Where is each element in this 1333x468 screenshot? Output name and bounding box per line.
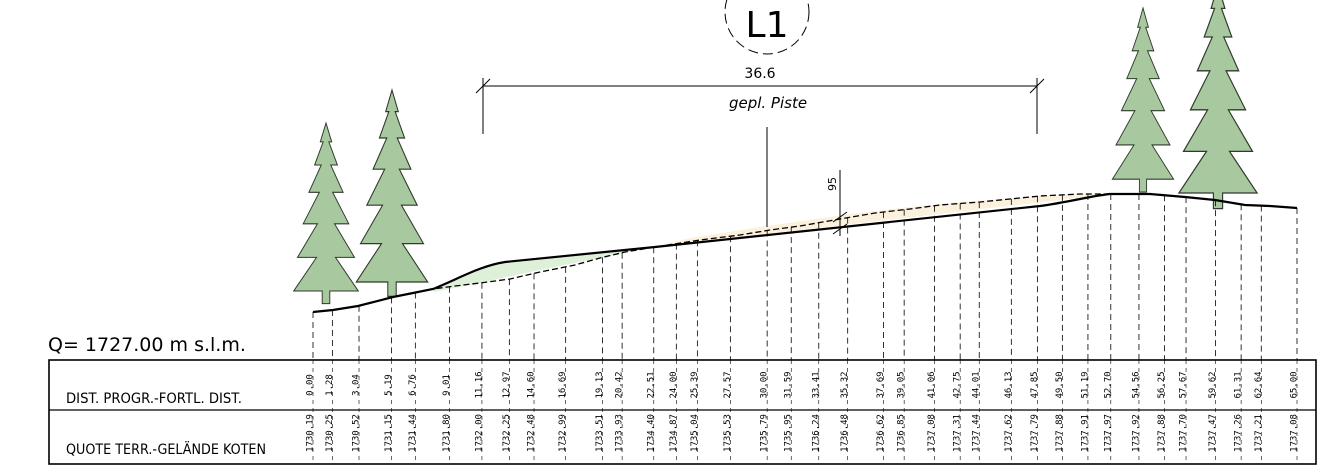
distance-value: 54.56 bbox=[1131, 371, 1141, 398]
distance-value: 33.41 bbox=[811, 371, 821, 398]
elevation-value: 1736.62 bbox=[876, 414, 886, 452]
elevation-value: 1734.87 bbox=[669, 414, 679, 452]
tree-left-large bbox=[355, 89, 429, 297]
elevation-value: 1730.19 bbox=[306, 414, 316, 452]
elevation-value: 1730.25 bbox=[325, 414, 335, 452]
elevation-value: 1737.70 bbox=[1179, 414, 1189, 452]
elevation-value: 1731.80 bbox=[442, 414, 452, 452]
elevation-value: 1733.93 bbox=[615, 414, 625, 452]
distance-value: 12.97 bbox=[502, 371, 512, 398]
elevation-value: 1732.99 bbox=[558, 414, 568, 452]
elevation-value: 1737.08 bbox=[1290, 414, 1300, 452]
distance-value: 27.57 bbox=[723, 371, 733, 398]
distance-value: 0.00 bbox=[306, 374, 316, 396]
elevation-value: 1731.15 bbox=[384, 414, 394, 452]
distance-value: 11.16 bbox=[474, 371, 484, 398]
distance-value: 30.00 bbox=[760, 371, 770, 398]
distance-value: 42.75 bbox=[953, 371, 963, 398]
elevation-value: 1737.91 bbox=[1080, 414, 1090, 452]
elevation-value: 1734.40 bbox=[646, 414, 656, 452]
tree-right-large bbox=[1178, 0, 1258, 210]
station-lines bbox=[312, 194, 1298, 360]
elevation-value: 1737.79 bbox=[1030, 414, 1040, 452]
tree-right-small bbox=[1111, 7, 1175, 193]
elevation-value: 1737.88 bbox=[1055, 414, 1065, 452]
piste-profile-line bbox=[312, 192, 1298, 314]
elevation-value: 1736.85 bbox=[897, 414, 907, 452]
distance-value: 22.51 bbox=[646, 371, 656, 398]
piste-width-dimension: 36.6 gepl. Piste bbox=[475, 66, 1045, 227]
distance-value: 47.85 bbox=[1030, 371, 1040, 398]
distance-value: 5.19 bbox=[384, 374, 394, 396]
piste-name-label: gepl. Piste bbox=[729, 94, 807, 112]
elevation-value: 1735.53 bbox=[723, 414, 733, 452]
piste-width-label: 36.6 bbox=[744, 66, 775, 82]
elevation-value: 1737.97 bbox=[1103, 414, 1113, 452]
distance-value: 25.39 bbox=[690, 371, 700, 398]
elevation-value: 1735.04 bbox=[690, 414, 700, 452]
distance-value: 31.59 bbox=[784, 371, 794, 398]
distance-value: 9.01 bbox=[442, 374, 452, 396]
elevation-value: 1731.44 bbox=[408, 414, 418, 452]
distance-value: 16.69 bbox=[558, 371, 568, 398]
elevation-value: 1732.00 bbox=[474, 414, 484, 452]
elevation-value: 1737.92 bbox=[1131, 414, 1141, 452]
distance-value: 24.00 bbox=[669, 371, 679, 398]
distance-value: 41.06 bbox=[927, 371, 937, 398]
section-marker: L1 bbox=[724, 0, 810, 55]
elevation-value: 1737.21 bbox=[1254, 414, 1264, 452]
distance-value: 65.00 bbox=[1290, 371, 1300, 398]
elevation-value: 1737.08 bbox=[927, 414, 937, 452]
distance-value: 59.62 bbox=[1208, 371, 1218, 398]
height-label: 95 bbox=[826, 177, 839, 191]
distance-value: 56.25 bbox=[1157, 371, 1167, 398]
table-values: 0.00 1730.19 1.28 1730.25 3.04 1730.52 5.19 173… bbox=[306, 360, 1300, 464]
distance-value: 49.50 bbox=[1055, 371, 1065, 398]
elevation-value: 1737.62 bbox=[1004, 414, 1014, 452]
data-table: DIST. PROGR.-FORTL. DIST. QUOTE TERR.-GE… bbox=[48, 359, 1317, 465]
distance-value: 1.28 bbox=[325, 374, 335, 396]
elevation-value: 1737.47 bbox=[1208, 414, 1218, 452]
elevation-value: 1732.25 bbox=[502, 414, 512, 452]
distance-value: 51.19 bbox=[1080, 371, 1090, 398]
section-label: L1 bbox=[746, 5, 789, 46]
elevation-value: 1735.95 bbox=[784, 414, 794, 452]
distance-value: 19.13 bbox=[595, 371, 605, 398]
elevation-value: 1736.48 bbox=[840, 414, 850, 452]
elevation-value: 1733.51 bbox=[595, 414, 605, 452]
distance-value: 14.60 bbox=[527, 371, 537, 398]
elevation-value: 1736.24 bbox=[811, 414, 821, 452]
distance-value: 61.31 bbox=[1234, 371, 1244, 398]
elevation-value: 1737.88 bbox=[1157, 414, 1167, 452]
distance-value: 44.01 bbox=[972, 371, 982, 398]
elevation-value: 1737.44 bbox=[972, 414, 982, 452]
distance-value: 62.64 bbox=[1254, 371, 1264, 398]
cut-area bbox=[433, 247, 655, 292]
distance-value: 35.32 bbox=[840, 371, 850, 398]
distance-value: 37.69 bbox=[876, 371, 886, 398]
tree-left-small bbox=[293, 122, 359, 305]
distance-value: 57.67 bbox=[1179, 371, 1189, 398]
distance-value: 52.70 bbox=[1103, 371, 1113, 398]
row-label-distance: DIST. PROGR.-FORTL. DIST. bbox=[66, 391, 242, 407]
elevation-value: 1737.26 bbox=[1234, 414, 1244, 452]
elevation-value: 1732.48 bbox=[527, 414, 537, 452]
elevation-value: 1730.52 bbox=[352, 414, 362, 452]
elevation-value: 1735.79 bbox=[760, 414, 770, 452]
height-dimension: 95 bbox=[826, 170, 848, 236]
distance-value: 46.13 bbox=[1004, 371, 1014, 398]
distance-value: 39.05 bbox=[897, 371, 907, 398]
elevation-value: 1737.31 bbox=[953, 414, 963, 452]
distance-value: 3.04 bbox=[352, 374, 362, 396]
datum-label: Q= 1727.00 m s.l.m. bbox=[48, 334, 246, 356]
distance-value: 6.76 bbox=[408, 374, 418, 396]
terrain-line bbox=[312, 193, 1298, 313]
distance-value: 20.42 bbox=[615, 371, 625, 398]
row-label-elevation: QUOTE TERR.-GELÄNDE KOTEN bbox=[66, 440, 266, 458]
